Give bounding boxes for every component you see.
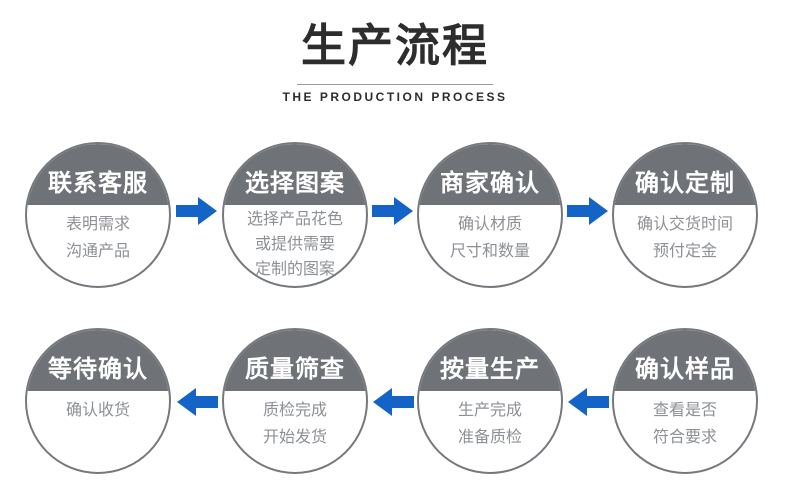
step-line: 准备质检: [457, 429, 522, 446]
step-header: 确认定制: [614, 144, 756, 205]
header: 生产流程: [0, 14, 790, 78]
step-description: 生产完成 准备质检: [419, 391, 561, 451]
step-circle: 选择图案 选择产品花色 或提供需要 定制的图案: [222, 142, 368, 288]
step-header: 联系客服: [27, 144, 169, 205]
step-description: 质检完成 开始发货: [224, 391, 366, 451]
step-description: 选择产品花色 或提供需要 定制的图案: [224, 205, 366, 282]
step-description: 确认材质 尺寸和数量: [419, 205, 561, 265]
step-title: 联系客服: [48, 170, 148, 197]
step-header: 选择图案: [224, 144, 366, 205]
title-divider: [297, 84, 493, 85]
step-line: 质检完成: [262, 402, 327, 419]
step-line: 确认交货时间: [636, 216, 733, 233]
step-header: 商家确认: [419, 144, 561, 205]
page-subtitle: THE PRODUCTION PROCESS: [282, 90, 508, 104]
step-circle: 确认定制 确认交货时间 预付定金: [612, 142, 758, 288]
step-title: 质量筛查: [245, 356, 345, 383]
step-line: 沟通产品: [65, 243, 130, 260]
step-line: 生产完成: [457, 402, 522, 419]
step-line: 符合要求: [652, 429, 717, 446]
arrow-right-icon: [176, 196, 218, 226]
step-line: 确认材质: [457, 216, 522, 233]
arrow-right-icon: [567, 196, 609, 226]
step-header: 质量筛查: [224, 330, 366, 391]
step-line: 或提供需要: [254, 236, 335, 253]
step-line: 选择产品花色: [246, 211, 343, 228]
step-header: 确认样品: [614, 330, 756, 391]
step-description: 表明需求 沟通产品: [27, 205, 169, 265]
step-circle: 质量筛查 质检完成 开始发货: [222, 328, 368, 474]
step-header: 按量生产: [419, 330, 561, 391]
step-title: 确认定制: [635, 170, 735, 197]
step-circle: 联系客服 表明需求 沟通产品: [25, 142, 171, 288]
arrow-left-icon: [372, 387, 414, 417]
step-line: 尺寸和数量: [449, 243, 530, 260]
step-line: 确认收货: [65, 402, 130, 419]
step-line: 定制的图案: [254, 261, 335, 278]
step-circle: 按量生产 生产完成 准备质检: [417, 328, 563, 474]
page-title: 生产流程: [300, 20, 489, 71]
step-title: 商家确认: [440, 170, 540, 197]
step-circle: 商家确认 确认材质 尺寸和数量: [417, 142, 563, 288]
step-circle: 确认样品 查看是否 符合要求: [612, 328, 758, 474]
step-title: 等待确认: [48, 356, 148, 383]
step-description: 确认收货: [27, 391, 169, 424]
step-circle: 等待确认 确认收货: [25, 328, 171, 474]
arrow-left-icon: [176, 387, 218, 417]
step-title: 按量生产: [440, 356, 540, 383]
arrow-right-icon: [372, 196, 414, 226]
step-description: 确认交货时间 预付定金: [614, 205, 756, 265]
step-line: 表明需求: [65, 216, 130, 233]
step-title: 选择图案: [245, 170, 345, 197]
step-title: 确认样品: [635, 356, 735, 383]
step-description: 查看是否 符合要求: [614, 391, 756, 451]
step-line: 查看是否: [652, 402, 717, 419]
arrow-left-icon: [567, 387, 609, 417]
step-line: 开始发货: [262, 429, 327, 446]
step-header: 等待确认: [27, 330, 169, 391]
step-line: 预付定金: [652, 243, 717, 260]
